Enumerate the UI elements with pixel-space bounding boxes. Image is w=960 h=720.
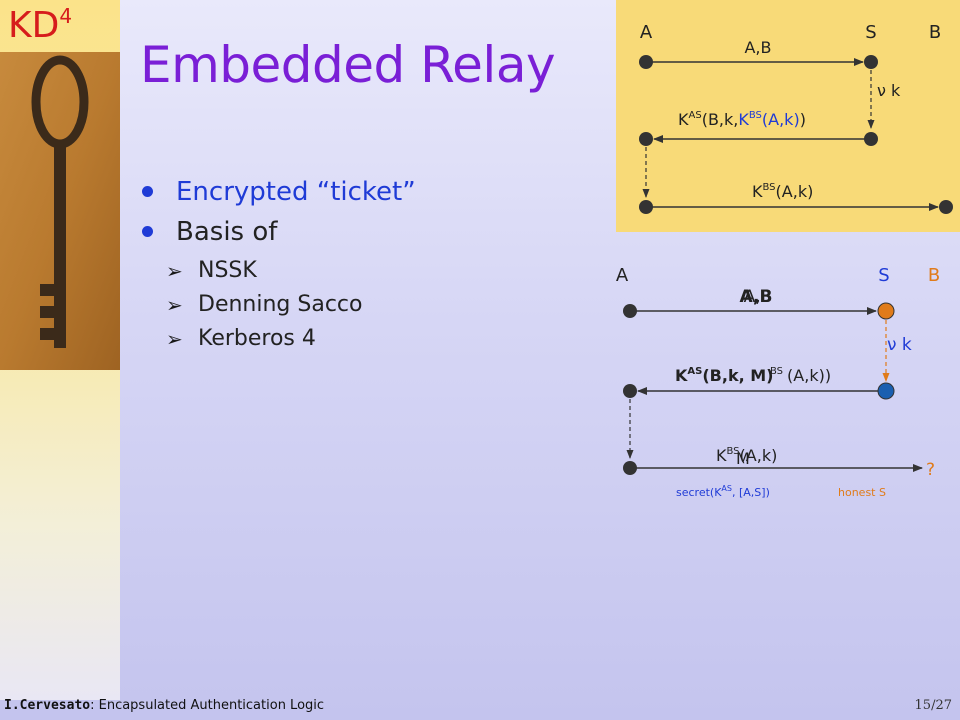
bullet-item: Basis of ➢ NSSK ➢ Denning Sacco ➢ Kerberos … xyxy=(140,212,416,356)
msg2-key: K xyxy=(675,366,688,385)
msg2-overlay: BS (A,k)) xyxy=(770,366,831,385)
msg2-label: KAS(B,k, M) xyxy=(675,366,773,385)
unknown-receiver-label: ? xyxy=(926,460,935,480)
msg1-label: A,B xyxy=(740,287,773,307)
bullet-text: Encrypted “ticket” xyxy=(176,177,416,207)
principal-b-label: B xyxy=(928,265,940,286)
bullet-dot-icon xyxy=(142,226,153,237)
msg3-key-sup: BS xyxy=(727,446,740,457)
footer-author: I.Cervesato xyxy=(4,698,91,713)
arrowhead-bullet-icon: ➢ xyxy=(166,327,183,351)
msg2-body: (B,k, M) xyxy=(702,366,773,385)
node-s2 xyxy=(877,382,895,400)
msg1-overlay: A,B xyxy=(744,287,773,307)
page-number: 15/27 xyxy=(914,698,952,713)
footer-sep: : xyxy=(90,698,99,713)
arrowhead-bullet-icon: ➢ xyxy=(166,293,183,317)
secret-annotation: secret(KAS, [A,S]) xyxy=(676,484,770,499)
principal-a-label: A xyxy=(616,265,629,286)
bullet-item: Encrypted “ticket” xyxy=(140,172,416,212)
sub-bullet-item: ➢ Kerberos 4 xyxy=(166,322,416,356)
node-a2 xyxy=(623,384,637,398)
msg2-overlay-args: (A,k)) xyxy=(787,366,831,385)
footer-credit: I.Cervesato: Encapsulated Authentication… xyxy=(4,698,324,713)
msg2-key-sup: AS xyxy=(687,366,702,377)
msg2-overlay-sup: BS xyxy=(770,366,783,377)
msg3-overlay-m: M xyxy=(736,449,750,468)
honest-annotation: honest S xyxy=(838,486,886,499)
node-a3 xyxy=(623,461,637,475)
bullet-dot-icon xyxy=(142,186,153,197)
kd4-logo: KD4 xyxy=(8,5,72,46)
secret-annotation-rest: , [A,S]) xyxy=(732,486,770,499)
sub-bullet-list: ➢ NSSK ➢ Denning Sacco ➢ Kerberos 4 xyxy=(166,254,416,356)
sub-bullet-item: ➢ Denning Sacco xyxy=(166,288,416,322)
bottom-diagram: A S B A,B A,B ν k KAS(B,k, M) BS(A,k)) ?… xyxy=(616,265,940,499)
bullet-text: Basis of xyxy=(176,217,278,247)
sub-bullet-text: Denning Sacco xyxy=(198,292,363,317)
node-a1 xyxy=(623,304,637,318)
sub-bullet-item: ➢ NSSK xyxy=(166,254,416,288)
bullet-list: Encrypted “ticket” Basis of ➢ NSSK ➢ Denni… xyxy=(140,172,416,356)
footer-talk-title: Encapsulated Authentication Logic xyxy=(98,698,325,713)
msg3-args: (A,k) xyxy=(740,446,778,465)
sub-bullet-text: NSSK xyxy=(198,258,257,283)
sub-bullet-text: Kerberos 4 xyxy=(198,326,316,351)
key-photo xyxy=(0,52,120,370)
secret-annotation-sup: AS xyxy=(721,484,732,493)
slide-title: Embedded Relay xyxy=(140,36,556,94)
fresh-k-label: ν k xyxy=(887,335,912,355)
logo-main: KD xyxy=(8,5,60,46)
logo-sup: 4 xyxy=(59,4,73,28)
arrowhead-bullet-icon: ➢ xyxy=(166,259,183,283)
msg3-key: K xyxy=(716,446,727,465)
top-diagram-box xyxy=(616,0,960,232)
node-s1 xyxy=(877,302,895,320)
principal-s-label: S xyxy=(878,265,889,286)
secret-annotation-text: secret(K xyxy=(676,486,722,499)
msg3-label: KBS(A,k) xyxy=(716,446,777,465)
